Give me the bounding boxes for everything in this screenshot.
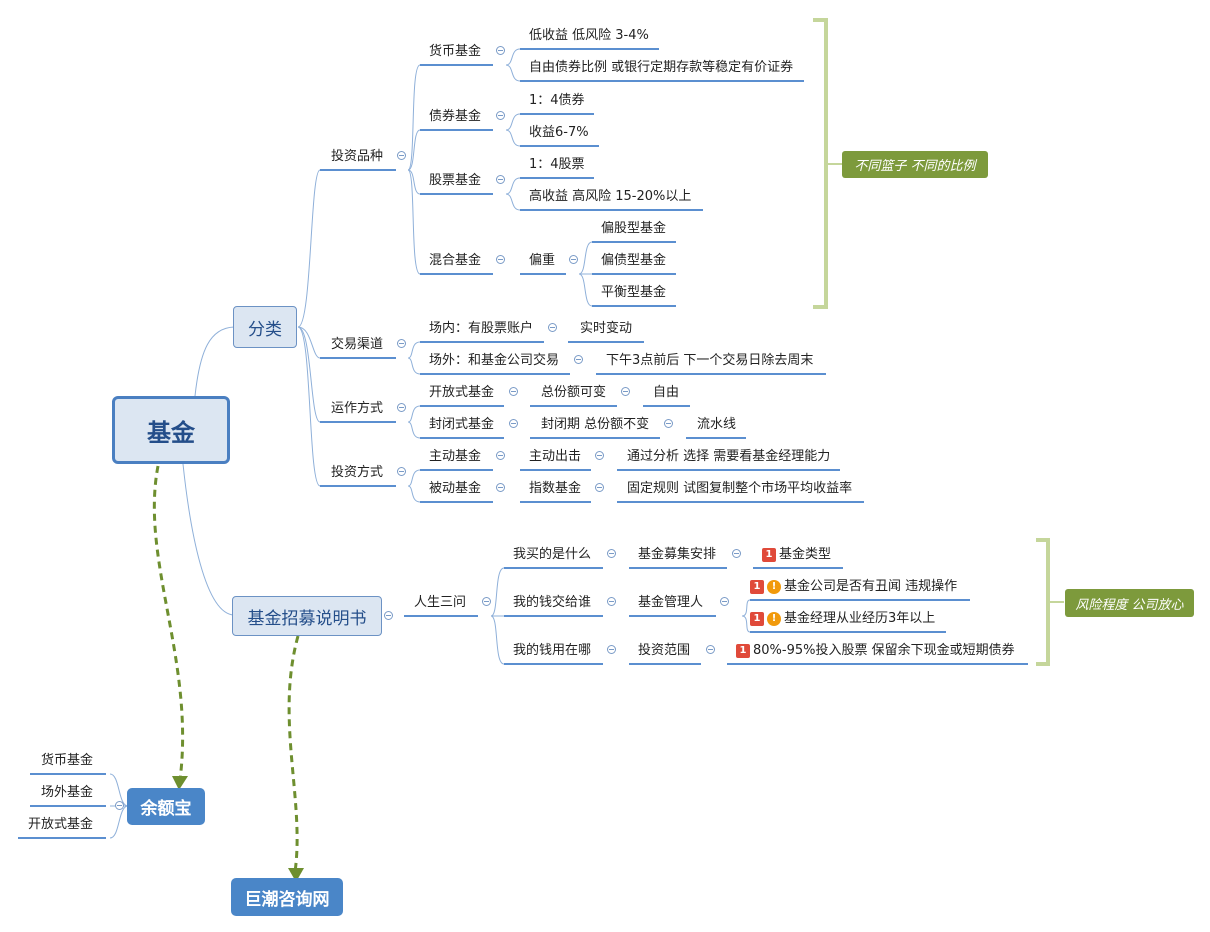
node-q1-b-text: 基金类型 xyxy=(779,547,832,562)
node-passive-a[interactable]: 指数基金 xyxy=(529,481,582,496)
node-bond-item-2[interactable]: 收益6-7% xyxy=(529,125,589,140)
collapse-toggle[interactable] xyxy=(496,111,505,120)
collapse-toggle[interactable] xyxy=(496,483,505,492)
node-mixed-item-3[interactable]: 平衡型基金 xyxy=(601,285,667,300)
collapse-toggle[interactable] xyxy=(496,451,505,460)
warning-icon: ! xyxy=(767,579,781,594)
node-q3-a[interactable]: 投资范围 xyxy=(638,643,691,658)
node-q2-b1[interactable]: 1!基金公司是否有丑闻 违规操作 xyxy=(750,579,957,595)
node-money-fund[interactable]: 货币基金 xyxy=(429,44,482,59)
node-yuebao-item-2[interactable]: 场外基金 xyxy=(41,785,94,800)
warning-icon: ! xyxy=(767,611,781,626)
collapse-toggle[interactable] xyxy=(607,597,616,606)
node-q3-b-text: 80%-95%投入股票 保留余下现金或短期债券 xyxy=(753,643,1015,658)
collapse-toggle[interactable] xyxy=(595,483,604,492)
node-q1-a[interactable]: 基金募集安排 xyxy=(638,547,717,562)
collapse-toggle[interactable] xyxy=(397,467,406,476)
collapse-toggle[interactable] xyxy=(574,355,583,364)
collapse-toggle[interactable] xyxy=(496,255,505,264)
priority-1-icon: 1 xyxy=(750,579,764,594)
collapse-toggle[interactable] xyxy=(720,597,729,606)
collapse-toggle[interactable] xyxy=(509,387,518,396)
node-closed-b[interactable]: 流水线 xyxy=(697,417,737,432)
node-mixed-item-2[interactable]: 偏债型基金 xyxy=(601,253,667,268)
node-closed-fund[interactable]: 封闭式基金 xyxy=(429,417,495,432)
node-q1[interactable]: 我买的是什么 xyxy=(513,547,592,562)
topic-juchao[interactable]: 巨潮咨询网 xyxy=(231,878,343,916)
priority-1-icon: 1 xyxy=(736,643,750,658)
collapse-toggle[interactable] xyxy=(397,403,406,412)
node-channel-inside[interactable]: 场内：有股票账户 xyxy=(429,321,534,336)
node-passive-fund[interactable]: 被动基金 xyxy=(429,481,482,496)
collapse-toggle[interactable] xyxy=(496,46,505,55)
node-channel-outside-detail[interactable]: 下午3点前后 下一个交易日除去周末 xyxy=(606,353,814,368)
node-bond-fund[interactable]: 债券基金 xyxy=(429,109,482,124)
node-bond-item-1[interactable]: 1：4债券 xyxy=(529,93,585,108)
node-mixed-fund[interactable]: 混合基金 xyxy=(429,253,482,268)
priority-1-icon: 1 xyxy=(762,547,776,562)
callout-baskets[interactable]: 不同篮子 不同的比例 xyxy=(842,151,988,178)
node-invest-type[interactable]: 投资品种 xyxy=(331,149,384,164)
node-mixed-item-1[interactable]: 偏股型基金 xyxy=(601,221,667,236)
collapse-toggle[interactable] xyxy=(482,597,491,606)
node-open-b[interactable]: 自由 xyxy=(653,385,680,400)
node-three-questions[interactable]: 人生三问 xyxy=(414,595,467,610)
node-yuebao-item-3[interactable]: 开放式基金 xyxy=(28,817,94,832)
node-q2-b1-text: 基金公司是否有丑闻 违规操作 xyxy=(784,579,958,594)
topic-classify[interactable]: 分类 xyxy=(233,306,297,348)
collapse-toggle[interactable] xyxy=(621,387,630,396)
collapse-toggle[interactable] xyxy=(496,175,505,184)
collapse-toggle[interactable] xyxy=(384,611,393,620)
node-channel[interactable]: 交易渠道 xyxy=(331,337,384,352)
node-open-a[interactable]: 总份额可变 xyxy=(541,385,607,400)
node-money-item-2[interactable]: 自由债券比例 或银行定期存款等稳定有价证券 xyxy=(529,60,794,75)
collapse-toggle[interactable] xyxy=(595,451,604,460)
node-q2-a[interactable]: 基金管理人 xyxy=(638,595,704,610)
collapse-toggle[interactable] xyxy=(509,419,518,428)
node-money-item-1[interactable]: 低收益 低风险 3-4% xyxy=(529,28,649,43)
node-open-fund[interactable]: 开放式基金 xyxy=(429,385,495,400)
collapse-toggle[interactable] xyxy=(607,549,616,558)
node-active-a[interactable]: 主动出击 xyxy=(529,449,582,464)
node-stock-item-1[interactable]: 1：4股票 xyxy=(529,157,585,172)
node-channel-inside-detail[interactable]: 实时变动 xyxy=(580,321,633,336)
node-channel-outside[interactable]: 场外：和基金公司交易 xyxy=(429,353,560,368)
node-operation[interactable]: 运作方式 xyxy=(331,401,384,416)
root-topic[interactable]: 基金 xyxy=(112,396,230,464)
collapse-toggle[interactable] xyxy=(732,549,741,558)
priority-1-icon: 1 xyxy=(750,611,764,626)
node-active-b[interactable]: 通过分析 选择 需要看基金经理能力 xyxy=(627,449,831,464)
node-q2[interactable]: 我的钱交给谁 xyxy=(513,595,592,610)
node-active-fund[interactable]: 主动基金 xyxy=(429,449,482,464)
collapse-toggle[interactable] xyxy=(397,339,406,348)
collapse-toggle[interactable] xyxy=(664,419,673,428)
collapse-toggle[interactable] xyxy=(607,645,616,654)
node-stock-item-2[interactable]: 高收益 高风险 15-20%以上 xyxy=(529,189,692,204)
node-yuebao-item-1[interactable]: 货币基金 xyxy=(41,753,94,768)
collapse-toggle[interactable] xyxy=(548,323,557,332)
node-q2-b2[interactable]: 1!基金经理从业经历3年以上 xyxy=(750,611,935,627)
node-passive-b[interactable]: 固定规则 试图复制整个市场平均收益率 xyxy=(627,481,853,496)
collapse-toggle[interactable] xyxy=(569,255,578,264)
topic-prospectus[interactable]: 基金招募说明书 xyxy=(232,596,382,636)
node-stock-fund[interactable]: 股票基金 xyxy=(429,173,482,188)
topic-yuebao[interactable]: 余额宝 xyxy=(127,788,205,825)
node-closed-a[interactable]: 封闭期 总份额不变 xyxy=(541,417,650,432)
collapse-toggle[interactable] xyxy=(115,801,124,810)
collapse-toggle[interactable] xyxy=(706,645,715,654)
collapse-toggle[interactable] xyxy=(397,151,406,160)
node-approach[interactable]: 投资方式 xyxy=(331,465,384,480)
node-q3[interactable]: 我的钱用在哪 xyxy=(513,643,592,658)
callout-risk[interactable]: 风险程度 公司放心 xyxy=(1065,589,1194,617)
node-mixed-bias[interactable]: 偏重 xyxy=(529,253,556,268)
node-q2-b2-text: 基金经理从业经历3年以上 xyxy=(784,611,936,626)
